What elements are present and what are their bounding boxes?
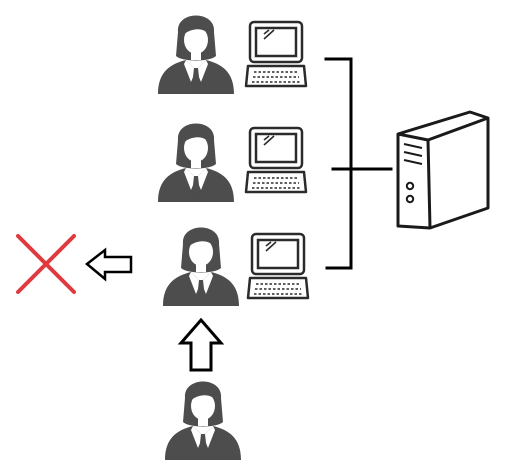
x-mark-icon (16, 234, 76, 294)
arrow-left-icon (85, 247, 133, 282)
person-icon (163, 227, 239, 306)
server-icon (396, 110, 490, 230)
laptop-icon (246, 232, 310, 300)
arrow-up-icon (177, 317, 225, 372)
laptop-icon (244, 126, 308, 194)
person-icon (158, 15, 234, 94)
network-bracket-connector (324, 57, 393, 270)
person-icon (165, 381, 241, 460)
person-icon (158, 123, 234, 202)
laptop-icon (244, 20, 308, 88)
